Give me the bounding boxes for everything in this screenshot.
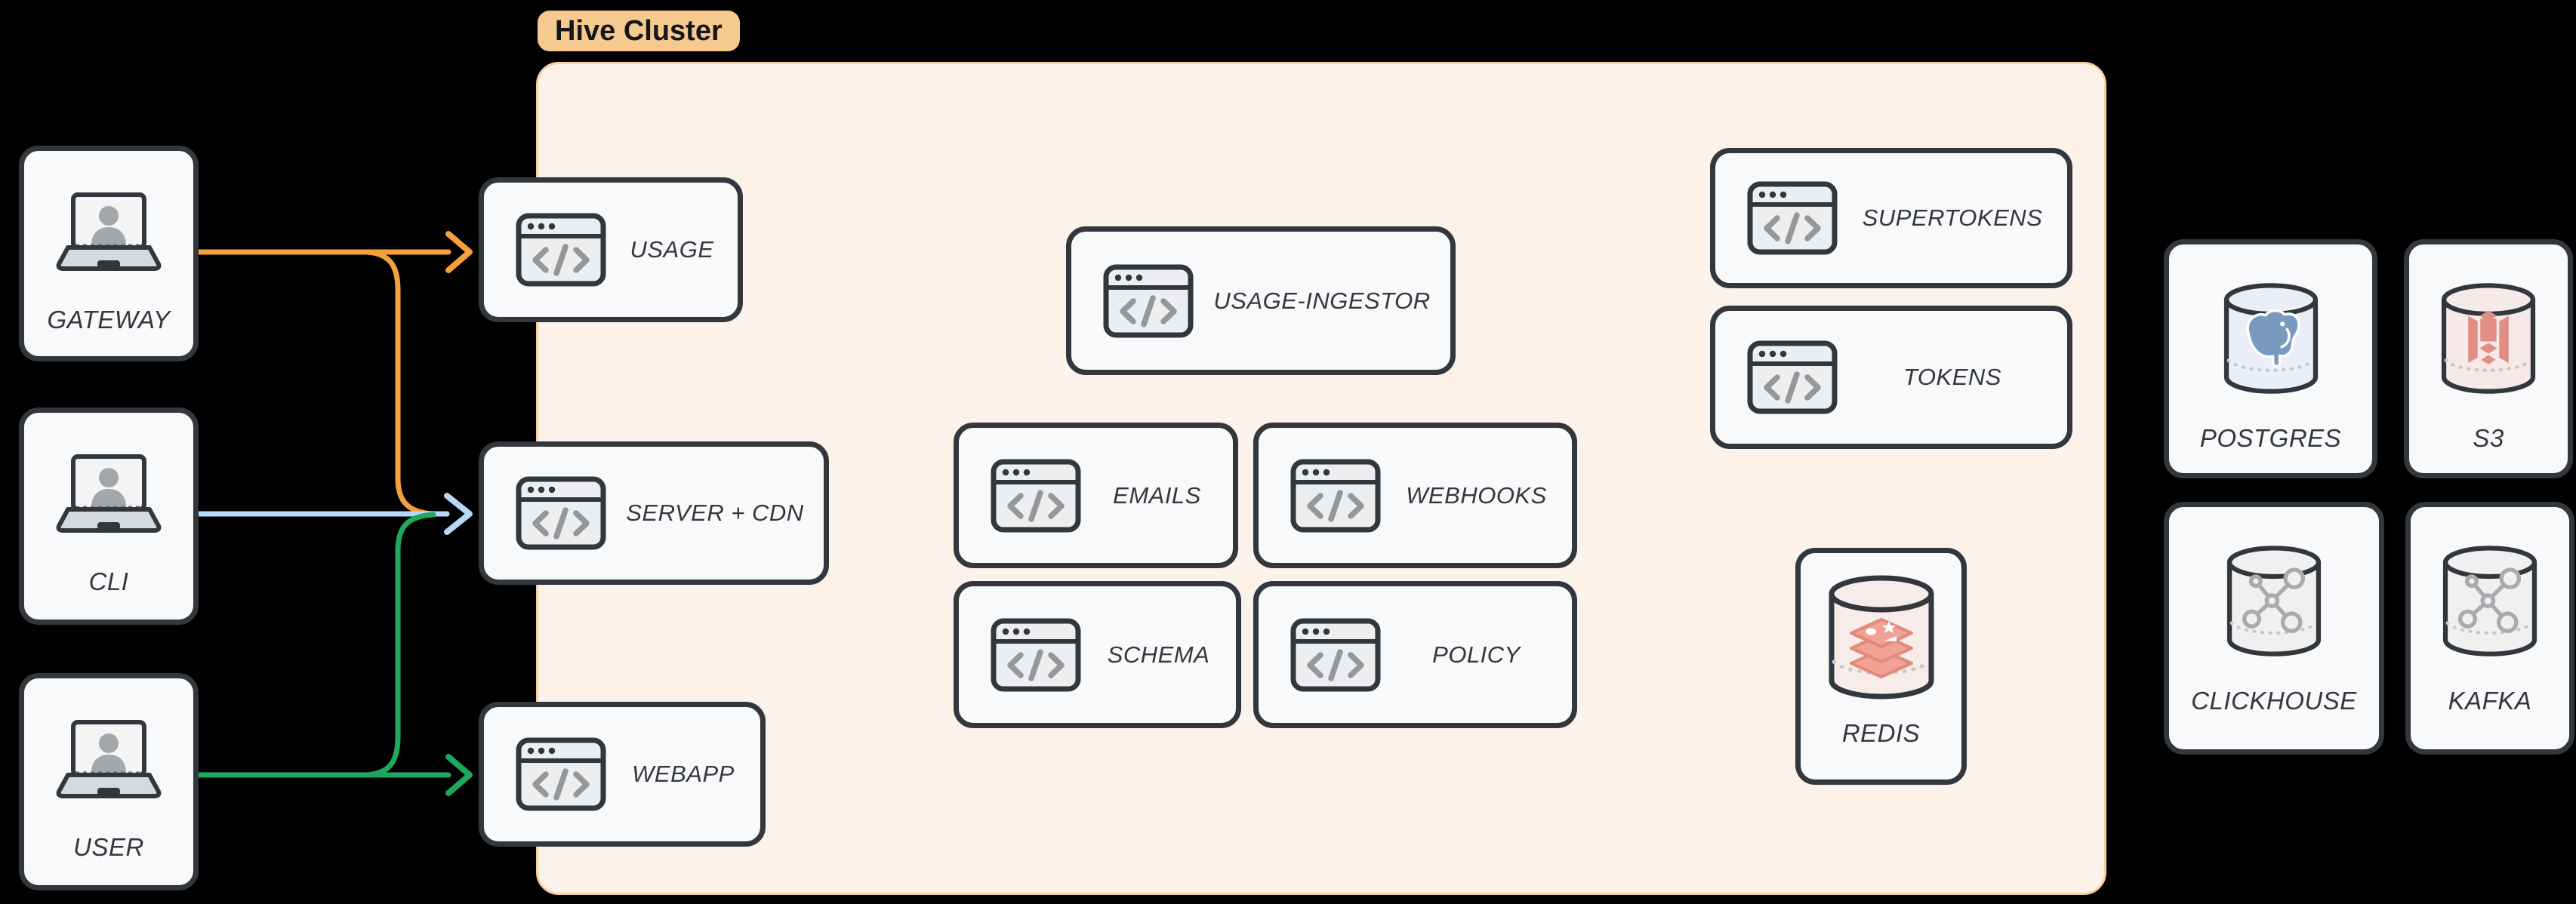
node-label: WEBHOOKS <box>1406 481 1547 509</box>
node-label: KAFKA <box>2448 687 2532 715</box>
edge-gateway-usage-arrowhead <box>445 231 473 273</box>
laptop-user-icon <box>52 454 165 534</box>
node-label: WEBAPP <box>632 761 735 787</box>
node-label: CLI <box>88 567 129 595</box>
node-gateway: GATEWAY <box>19 146 199 361</box>
browser-code-icon <box>991 459 1081 533</box>
node-cli: CLI <box>19 407 199 625</box>
node-policy: POLICY <box>1253 581 1577 728</box>
node-label: USER <box>73 833 144 861</box>
browser-code-icon <box>1747 340 1838 414</box>
node-supertokens: SUPERTOKENS <box>1710 148 2072 288</box>
cluster-database-icon <box>2223 543 2325 660</box>
browser-code-icon <box>516 737 606 811</box>
node-clickhouse: CLICKHOUSE <box>2164 502 2384 755</box>
browser-code-icon <box>516 213 606 287</box>
node-label: POLICY <box>1432 641 1521 668</box>
hive-cluster-label: Hive Cluster <box>555 14 723 47</box>
node-server-cdn: SERVER + CDN <box>479 441 829 585</box>
node-label: EMAILS <box>1113 481 1201 509</box>
browser-code-icon <box>991 618 1081 692</box>
node-label: S3 <box>2473 424 2504 452</box>
node-schema: SCHEMA <box>954 581 1241 728</box>
node-kafka: KAFKA <box>2405 502 2574 755</box>
redis-database-icon <box>1825 573 1938 703</box>
edge-user-server-cdn <box>364 512 436 778</box>
node-webhooks: WEBHOOKS <box>1253 423 1577 568</box>
hive-cluster-badge: Hive Cluster <box>538 11 740 51</box>
edge-user-webapp-arrowhead <box>445 754 473 796</box>
node-usage-ingestor: USAGE-INGESTOR <box>1066 226 1456 375</box>
postgres-database-icon <box>2220 281 2322 397</box>
node-label: USAGE <box>630 236 714 263</box>
node-label: USAGE-INGESTOR <box>1213 287 1431 314</box>
node-webapp: WEBAPP <box>479 702 766 847</box>
browser-code-icon <box>1290 459 1381 533</box>
node-label: TOKENS <box>1903 364 2001 390</box>
node-postgres: POSTGRES <box>2164 239 2377 478</box>
node-user: USER <box>19 673 199 890</box>
node-usage: USAGE <box>479 177 743 322</box>
node-emails: EMAILS <box>954 423 1238 568</box>
node-s3: S3 <box>2404 239 2573 478</box>
browser-code-icon <box>1103 264 1194 338</box>
node-label: REDIS <box>1841 719 1921 747</box>
node-redis: REDIS <box>1795 548 1967 785</box>
browser-code-icon <box>516 476 606 550</box>
edge-gateway-server-cdn <box>364 249 436 517</box>
node-label: CLICKHOUSE <box>2191 687 2357 715</box>
node-label: SERVER + CDN <box>626 500 804 526</box>
node-label: SUPERTOKENS <box>1862 204 2043 231</box>
edge-cli-server-cdn-arrowhead <box>444 493 473 535</box>
browser-code-icon <box>1290 618 1381 692</box>
node-label: SCHEMA <box>1107 641 1210 668</box>
node-label: POSTGRES <box>2199 424 2342 452</box>
node-tokens: TOKENS <box>1710 306 2072 449</box>
laptop-user-icon <box>52 720 165 800</box>
cluster-database-icon <box>2439 543 2541 660</box>
node-label: GATEWAY <box>47 306 171 334</box>
laptop-user-icon <box>52 192 165 272</box>
browser-code-icon <box>1747 181 1838 255</box>
s3-database-icon <box>2438 281 2539 397</box>
